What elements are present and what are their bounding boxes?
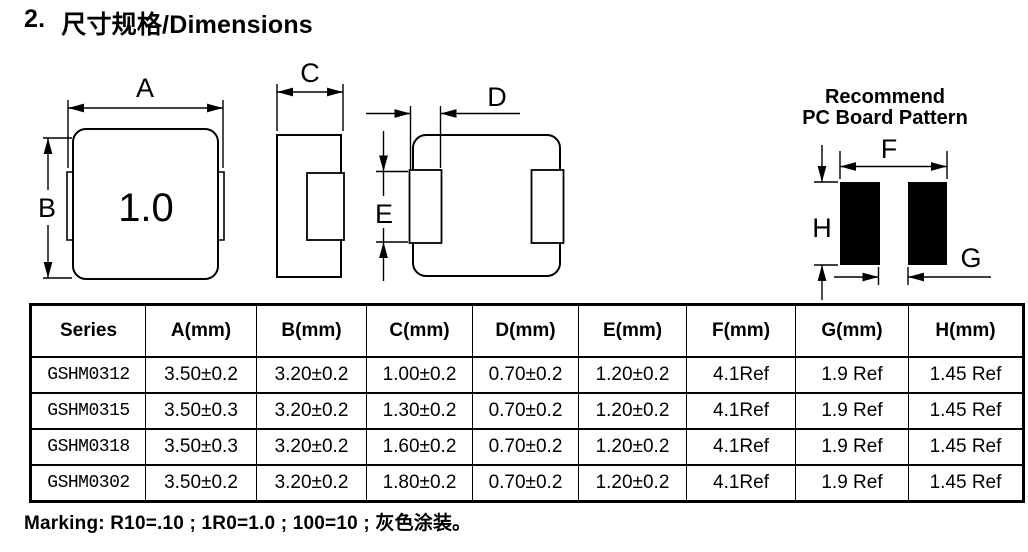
series-name: GSHM0302 [30, 464, 146, 503]
series-name: GSHM0312 [30, 356, 146, 394]
table-row: GSHM0318 3.50±0.3 3.20±0.2 1.60±0.2 0.70… [30, 428, 1024, 466]
dim-label-C: C [300, 58, 320, 88]
col-header-d: D(mm) [472, 303, 579, 358]
dim-value: 1.45 Ref [908, 428, 1024, 466]
arrowhead [327, 87, 343, 97]
arrowhead [931, 162, 947, 171]
dim-label-B: B [38, 193, 56, 223]
dim-value: 1.20±0.2 [578, 392, 687, 430]
section-number: 2. [24, 5, 46, 33]
solder-pad-right [908, 182, 947, 265]
dim-label-F: F [881, 134, 898, 164]
dim-value: 1.20±0.2 [578, 464, 687, 503]
arrowhead [394, 109, 411, 118]
arrowhead [440, 109, 457, 118]
dim-label-H: H [812, 213, 832, 243]
dim-label-D: D [487, 82, 507, 112]
inductance-marking: 1.0 [118, 186, 174, 230]
dim-value: 0.70±0.2 [472, 428, 579, 466]
section-title-text: 尺寸规格/Dimensions [61, 11, 313, 39]
arrowhead [43, 262, 53, 278]
marking-note: Marking: R10=.10 ; 1R0=1.0 ; 100=10 ; 灰色… [24, 513, 472, 534]
col-header-h: H(mm) [908, 303, 1024, 358]
dim-value: 1.9 Ref [795, 392, 909, 430]
terminal-side [306, 172, 345, 241]
pcb-pattern-title-line1: Recommend [825, 86, 945, 108]
dim-value: 1.80±0.2 [366, 464, 473, 503]
col-header-g: G(mm) [795, 303, 909, 358]
arrowhead [68, 103, 84, 113]
dim-value: 1.20±0.2 [578, 356, 687, 394]
dim-value: 3.50±0.3 [145, 428, 257, 466]
col-header-c: C(mm) [366, 303, 473, 358]
drawing-bottom-view: D E [366, 82, 565, 281]
dim-value: 1.45 Ref [908, 356, 1024, 394]
dim-value: 3.20±0.2 [256, 392, 367, 430]
dim-value: 3.50±0.2 [145, 464, 257, 503]
arrowhead [817, 265, 827, 281]
dim-value: 1.9 Ref [795, 428, 909, 466]
dim-value: 0.70±0.2 [472, 356, 579, 394]
dim-value: 3.20±0.2 [256, 464, 367, 503]
arrowhead [379, 155, 388, 172]
terminal-right [218, 171, 225, 241]
dim-value: 4.1Ref [686, 464, 796, 503]
table-row: GSHM0315 3.50±0.3 3.20±0.2 1.30±0.2 0.70… [30, 392, 1024, 430]
col-header-series: Series [30, 303, 146, 358]
dim-label-G: G [960, 243, 981, 273]
arrowhead [862, 272, 879, 282]
arrowhead [277, 87, 293, 97]
drawing-pcb-pattern: Recommend PC Board Pattern F H G [802, 86, 991, 300]
col-header-a: A(mm) [145, 303, 257, 358]
arrowhead [908, 272, 924, 282]
section-title: 2. 尺寸规格/Dimensions [24, 5, 313, 41]
arrowhead [207, 103, 223, 113]
dim-value: 1.45 Ref [908, 392, 1024, 430]
terminal-left [66, 171, 73, 241]
dim-value: 3.20±0.2 [256, 428, 367, 466]
dim-value: 1.9 Ref [795, 464, 909, 503]
col-header-f: F(mm) [686, 303, 796, 358]
dim-value: 0.70±0.2 [472, 392, 579, 430]
drawing-top-view: A B 1.0 [38, 73, 225, 280]
col-header-e: E(mm) [578, 303, 687, 358]
series-name: GSHM0315 [30, 392, 146, 430]
dim-label-E: E [375, 199, 393, 229]
dim-value: 4.1Ref [686, 356, 796, 394]
dim-value: 1.30±0.2 [366, 392, 473, 430]
dim-value: 0.70±0.2 [472, 464, 579, 503]
dim-value: 1.20±0.2 [578, 428, 687, 466]
dim-value: 3.50±0.2 [145, 356, 257, 394]
arrowhead [379, 242, 388, 258]
arrowhead [840, 162, 856, 171]
solder-pad-left [840, 182, 880, 265]
table-row: GSHM0302 3.50±0.2 3.20±0.2 1.80±0.2 0.70… [30, 464, 1024, 503]
table-header-row: Series A(mm) B(mm) C(mm) D(mm) E(mm) F(m… [30, 303, 1024, 358]
dim-value: 3.50±0.3 [145, 392, 257, 430]
dim-value: 4.1Ref [686, 428, 796, 466]
dim-value: 1.9 Ref [795, 356, 909, 394]
dim-value: 1.60±0.2 [366, 428, 473, 466]
dimension-drawings: A B 1.0 C D [38, 58, 991, 300]
dim-value: 3.20±0.2 [256, 356, 367, 394]
series-name: GSHM0318 [30, 428, 146, 466]
component-body-outline [72, 128, 219, 280]
col-header-b: B(mm) [256, 303, 367, 358]
pcb-pattern-title-line2: PC Board Pattern [802, 107, 968, 129]
dim-value: 1.45 Ref [908, 464, 1024, 503]
arrowhead [43, 138, 53, 154]
dimensions-table: Series A(mm) B(mm) C(mm) D(mm) E(mm) F(m… [29, 303, 1025, 503]
dim-value: 4.1Ref [686, 392, 796, 430]
terminal-pad-left [408, 169, 443, 244]
terminal-pad-right [530, 169, 565, 244]
drawing-side-view: C [276, 58, 345, 278]
dim-label-A: A [136, 73, 154, 103]
table-row: GSHM0312 3.50±0.2 3.20±0.2 1.00±0.2 0.70… [30, 356, 1024, 394]
dim-value: 1.00±0.2 [366, 356, 473, 394]
arrowhead [817, 166, 827, 182]
